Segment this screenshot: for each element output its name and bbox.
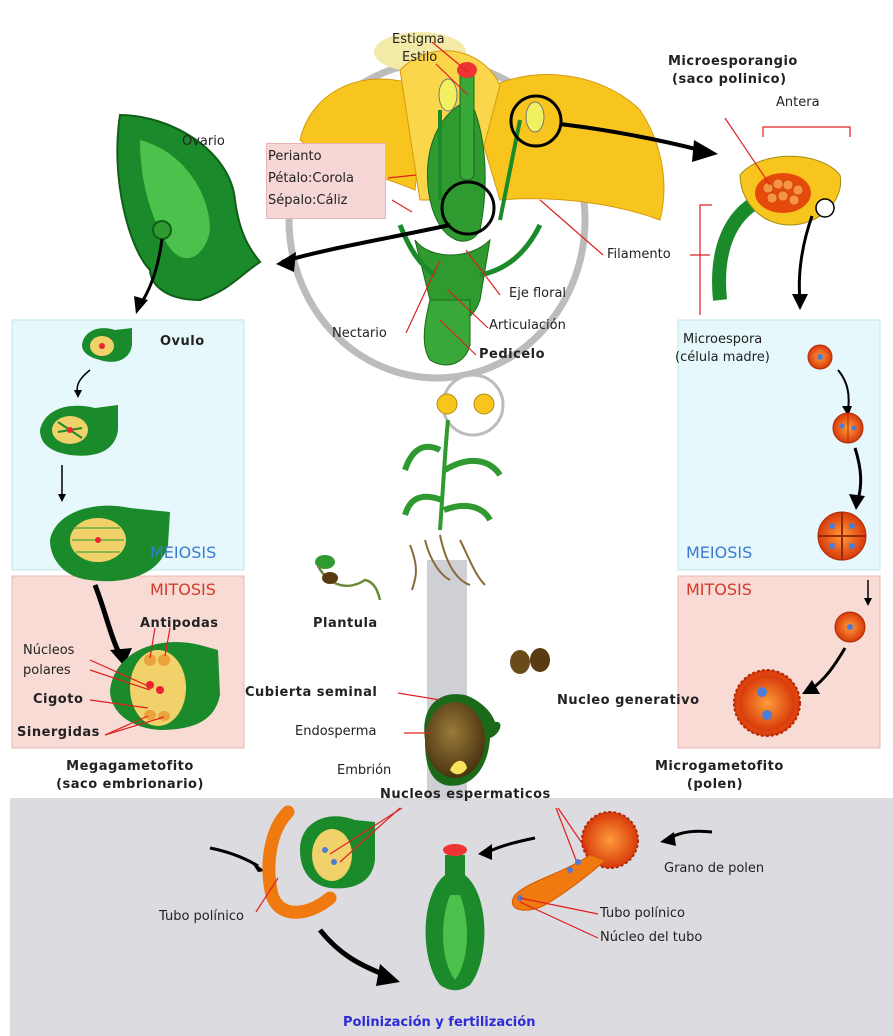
label-eje-floral: Eje floral <box>509 287 566 302</box>
label-pedicelo: Pedicelo <box>479 348 545 363</box>
label-grano-polen: Grano de polen <box>664 862 764 877</box>
label-estilo: Estilo <box>402 51 437 66</box>
label-polen: (polen) <box>655 778 775 793</box>
label-nucleo-generativo: Nucleo generativo <box>557 694 700 709</box>
label-filamento: Filamento <box>607 248 671 263</box>
label-ovario: Ovario <box>182 135 225 150</box>
label-microespora: Microespora <box>683 333 762 348</box>
label-megagametofito: Megagametofito <box>40 760 220 775</box>
label-saco-polinico: (saco polinico) <box>672 73 787 88</box>
ovule-fertilization <box>300 816 375 888</box>
pedicel <box>424 300 470 365</box>
label-antipodas: Antipodas <box>140 617 219 632</box>
label-celula-madre: (célula madre) <box>675 351 770 366</box>
label-cigoto: Cigoto <box>33 693 83 708</box>
label-microgametofito: Microgametofito <box>655 760 775 775</box>
label-plantula: Plantula <box>313 617 378 632</box>
label-embrion: Embrión <box>337 764 391 779</box>
label-tubo-polinico-left: Tubo polínico <box>159 910 244 925</box>
label-tubo-polinico-right: Tubo polínico <box>600 907 685 922</box>
label-cubierta-seminal: Cubierta seminal <box>245 686 377 701</box>
label-sepalo: Sépalo:Cáliz <box>268 194 348 209</box>
label-saco-embrionario: (saco embrionario) <box>40 778 220 793</box>
label-ovulo: Ovulo <box>160 335 205 350</box>
microgametophyte <box>734 670 800 736</box>
petal-right <box>470 75 664 220</box>
label-estigma: Estigma <box>392 33 445 48</box>
label-meiosis-right: MEIOSIS <box>686 543 752 562</box>
anther-filament <box>719 200 760 300</box>
label-nucleos: Núcleos <box>23 644 74 659</box>
label-nucleo-tubo: Núcleo del tubo <box>600 931 702 946</box>
seed-section <box>424 694 500 786</box>
label-microesporangio: Microesporangio <box>668 55 798 70</box>
label-antera: Antera <box>776 96 820 111</box>
label-nucleos-espermaticos: Nucleos espermaticos <box>380 788 551 803</box>
label-petalo: Pétalo:Corola <box>268 172 354 187</box>
label-articulacion: Articulación <box>489 319 566 334</box>
diagram-title: Polinización y fertilización <box>343 1015 535 1030</box>
label-meiosis-left: MEIOSIS <box>150 543 216 562</box>
label-mitosis-right: MITOSIS <box>686 580 752 599</box>
label-sinergidas: Sinergidas <box>17 726 100 741</box>
seedling <box>315 555 380 600</box>
label-endosperma: Endosperma <box>295 725 376 740</box>
label-perianto: Perianto <box>268 150 322 165</box>
label-polares: polares <box>23 664 71 679</box>
label-nectario: Nectario <box>332 327 387 342</box>
label-mitosis-left: MITOSIS <box>150 580 216 599</box>
